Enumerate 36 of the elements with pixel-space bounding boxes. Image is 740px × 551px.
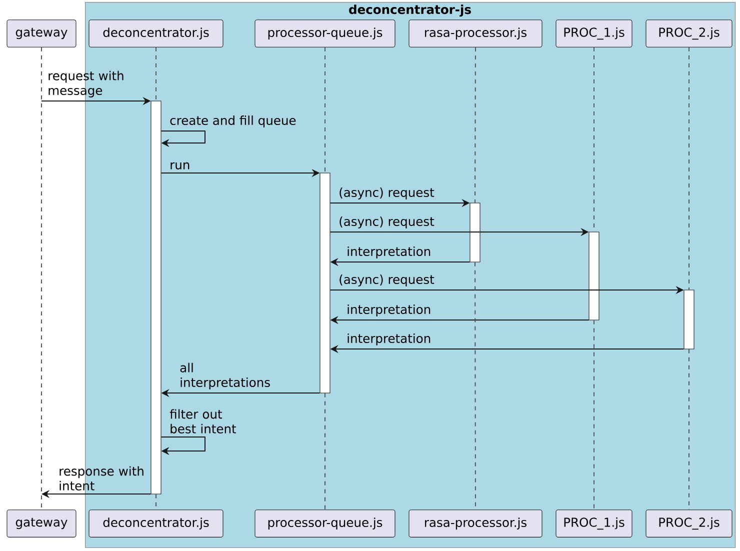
message-label: create and fill queue — [170, 116, 296, 128]
participant-box: deconcentrator.js — [88, 20, 224, 48]
lifeline — [688, 46, 690, 290]
activation-bar — [470, 202, 480, 262]
message-label: (async) request — [340, 216, 434, 228]
lifeline — [324, 46, 326, 174]
participant-box: PROC_1.js — [556, 510, 632, 538]
participant-box: rasa-processor.js — [408, 510, 542, 538]
self-message-arrow — [160, 436, 206, 456]
participant-box: gateway — [6, 510, 76, 538]
message-label: response with intent — [60, 466, 144, 490]
participant-box: processor-queue.js — [254, 510, 396, 538]
message-label: run — [170, 162, 190, 170]
message-label: interpretation — [348, 304, 430, 316]
participant-box: deconcentrator.js — [88, 510, 224, 538]
activation-bar — [150, 100, 162, 494]
message-label: interpretation — [348, 246, 430, 258]
activation-bar — [320, 172, 330, 394]
message-label: filter out best intent — [170, 409, 236, 434]
message-label: (async) request — [340, 274, 434, 286]
message-label: interpretation — [348, 334, 430, 346]
message-label: request with message — [48, 70, 124, 98]
participant-box: PROC_2.js — [646, 20, 732, 48]
lifeline — [324, 392, 326, 510]
message-label: (async) request — [340, 188, 434, 200]
message-label: all interpretations — [180, 362, 270, 390]
lifeline — [474, 46, 476, 204]
self-message-arrow — [160, 130, 206, 148]
lifeline — [41, 46, 42, 510]
participant-box: PROC_2.js — [646, 510, 732, 538]
activation-bar — [588, 232, 600, 320]
participant-box: gateway — [6, 20, 76, 48]
participant-box: rasa-processor.js — [408, 20, 542, 48]
participant-box: processor-queue.js — [254, 20, 396, 48]
participant-box: PROC_1.js — [556, 20, 632, 48]
activation-bar — [684, 290, 694, 350]
